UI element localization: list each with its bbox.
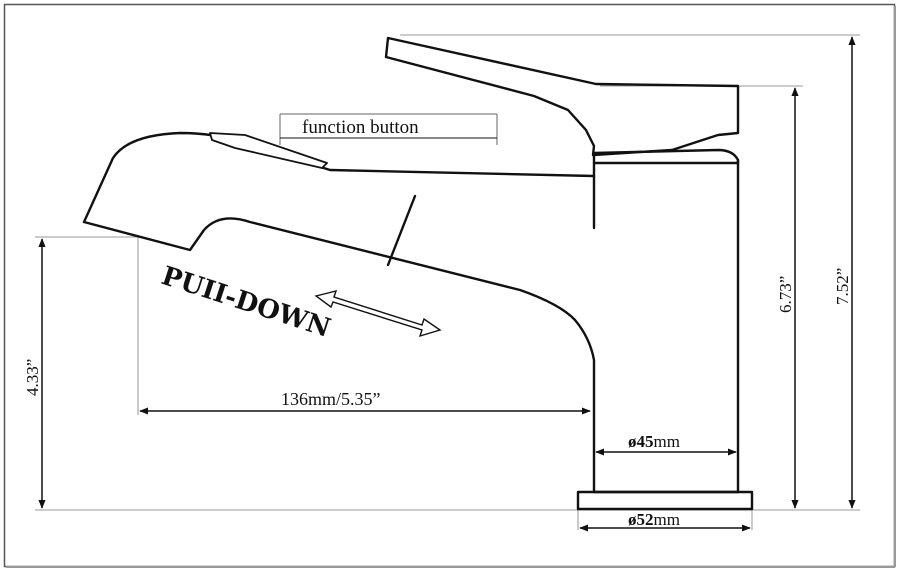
faucet-outline: [82, 36, 754, 511]
total-height-label: 7.52”: [833, 268, 852, 305]
body-diameter-value: 45: [637, 432, 654, 451]
body-diameter-dimension: ø45mm: [595, 432, 737, 456]
handle-lever: [384, 36, 740, 157]
base-diameter-symbol: ø: [628, 510, 637, 529]
handle-cap: [592, 148, 740, 165]
extension-lines: [35, 34, 860, 530]
pull-down-arrow: [314, 290, 442, 338]
pull-down-label: PUII-DOWN: [158, 261, 334, 344]
function-button-label: function button: [302, 117, 419, 138]
base-diameter-unit: mm: [654, 510, 680, 529]
spout-seam: [386, 194, 417, 267]
svg-text:ø45mm: ø45mm: [628, 432, 680, 451]
faucet-base: [576, 490, 754, 511]
body-diameter-symbol: ø: [628, 432, 637, 451]
spout-reach-label: 136mm/5.35”: [281, 389, 381, 409]
body-height-dimension: 6.73”: [776, 87, 799, 509]
function-button-label-box: function button: [279, 113, 498, 145]
faucet-column: [592, 158, 740, 494]
spout-height-label: 4.33”: [23, 359, 42, 396]
function-button: [209, 132, 328, 169]
base-diameter-value: 52: [637, 510, 654, 529]
spout-lower: [82, 217, 596, 494]
spout-height-dimension: 4.33”: [23, 238, 46, 509]
spout-reach-dimension: 136mm/5.35”: [139, 389, 591, 415]
base-diameter-dimension: ø52mm: [579, 510, 751, 532]
svg-text:ø52mm: ø52mm: [628, 510, 680, 529]
body-diameter-unit: mm: [654, 432, 680, 451]
spout-head: [82, 131, 596, 224]
body-height-label: 6.73”: [776, 276, 795, 313]
total-height-dimension: 7.52”: [833, 36, 856, 509]
